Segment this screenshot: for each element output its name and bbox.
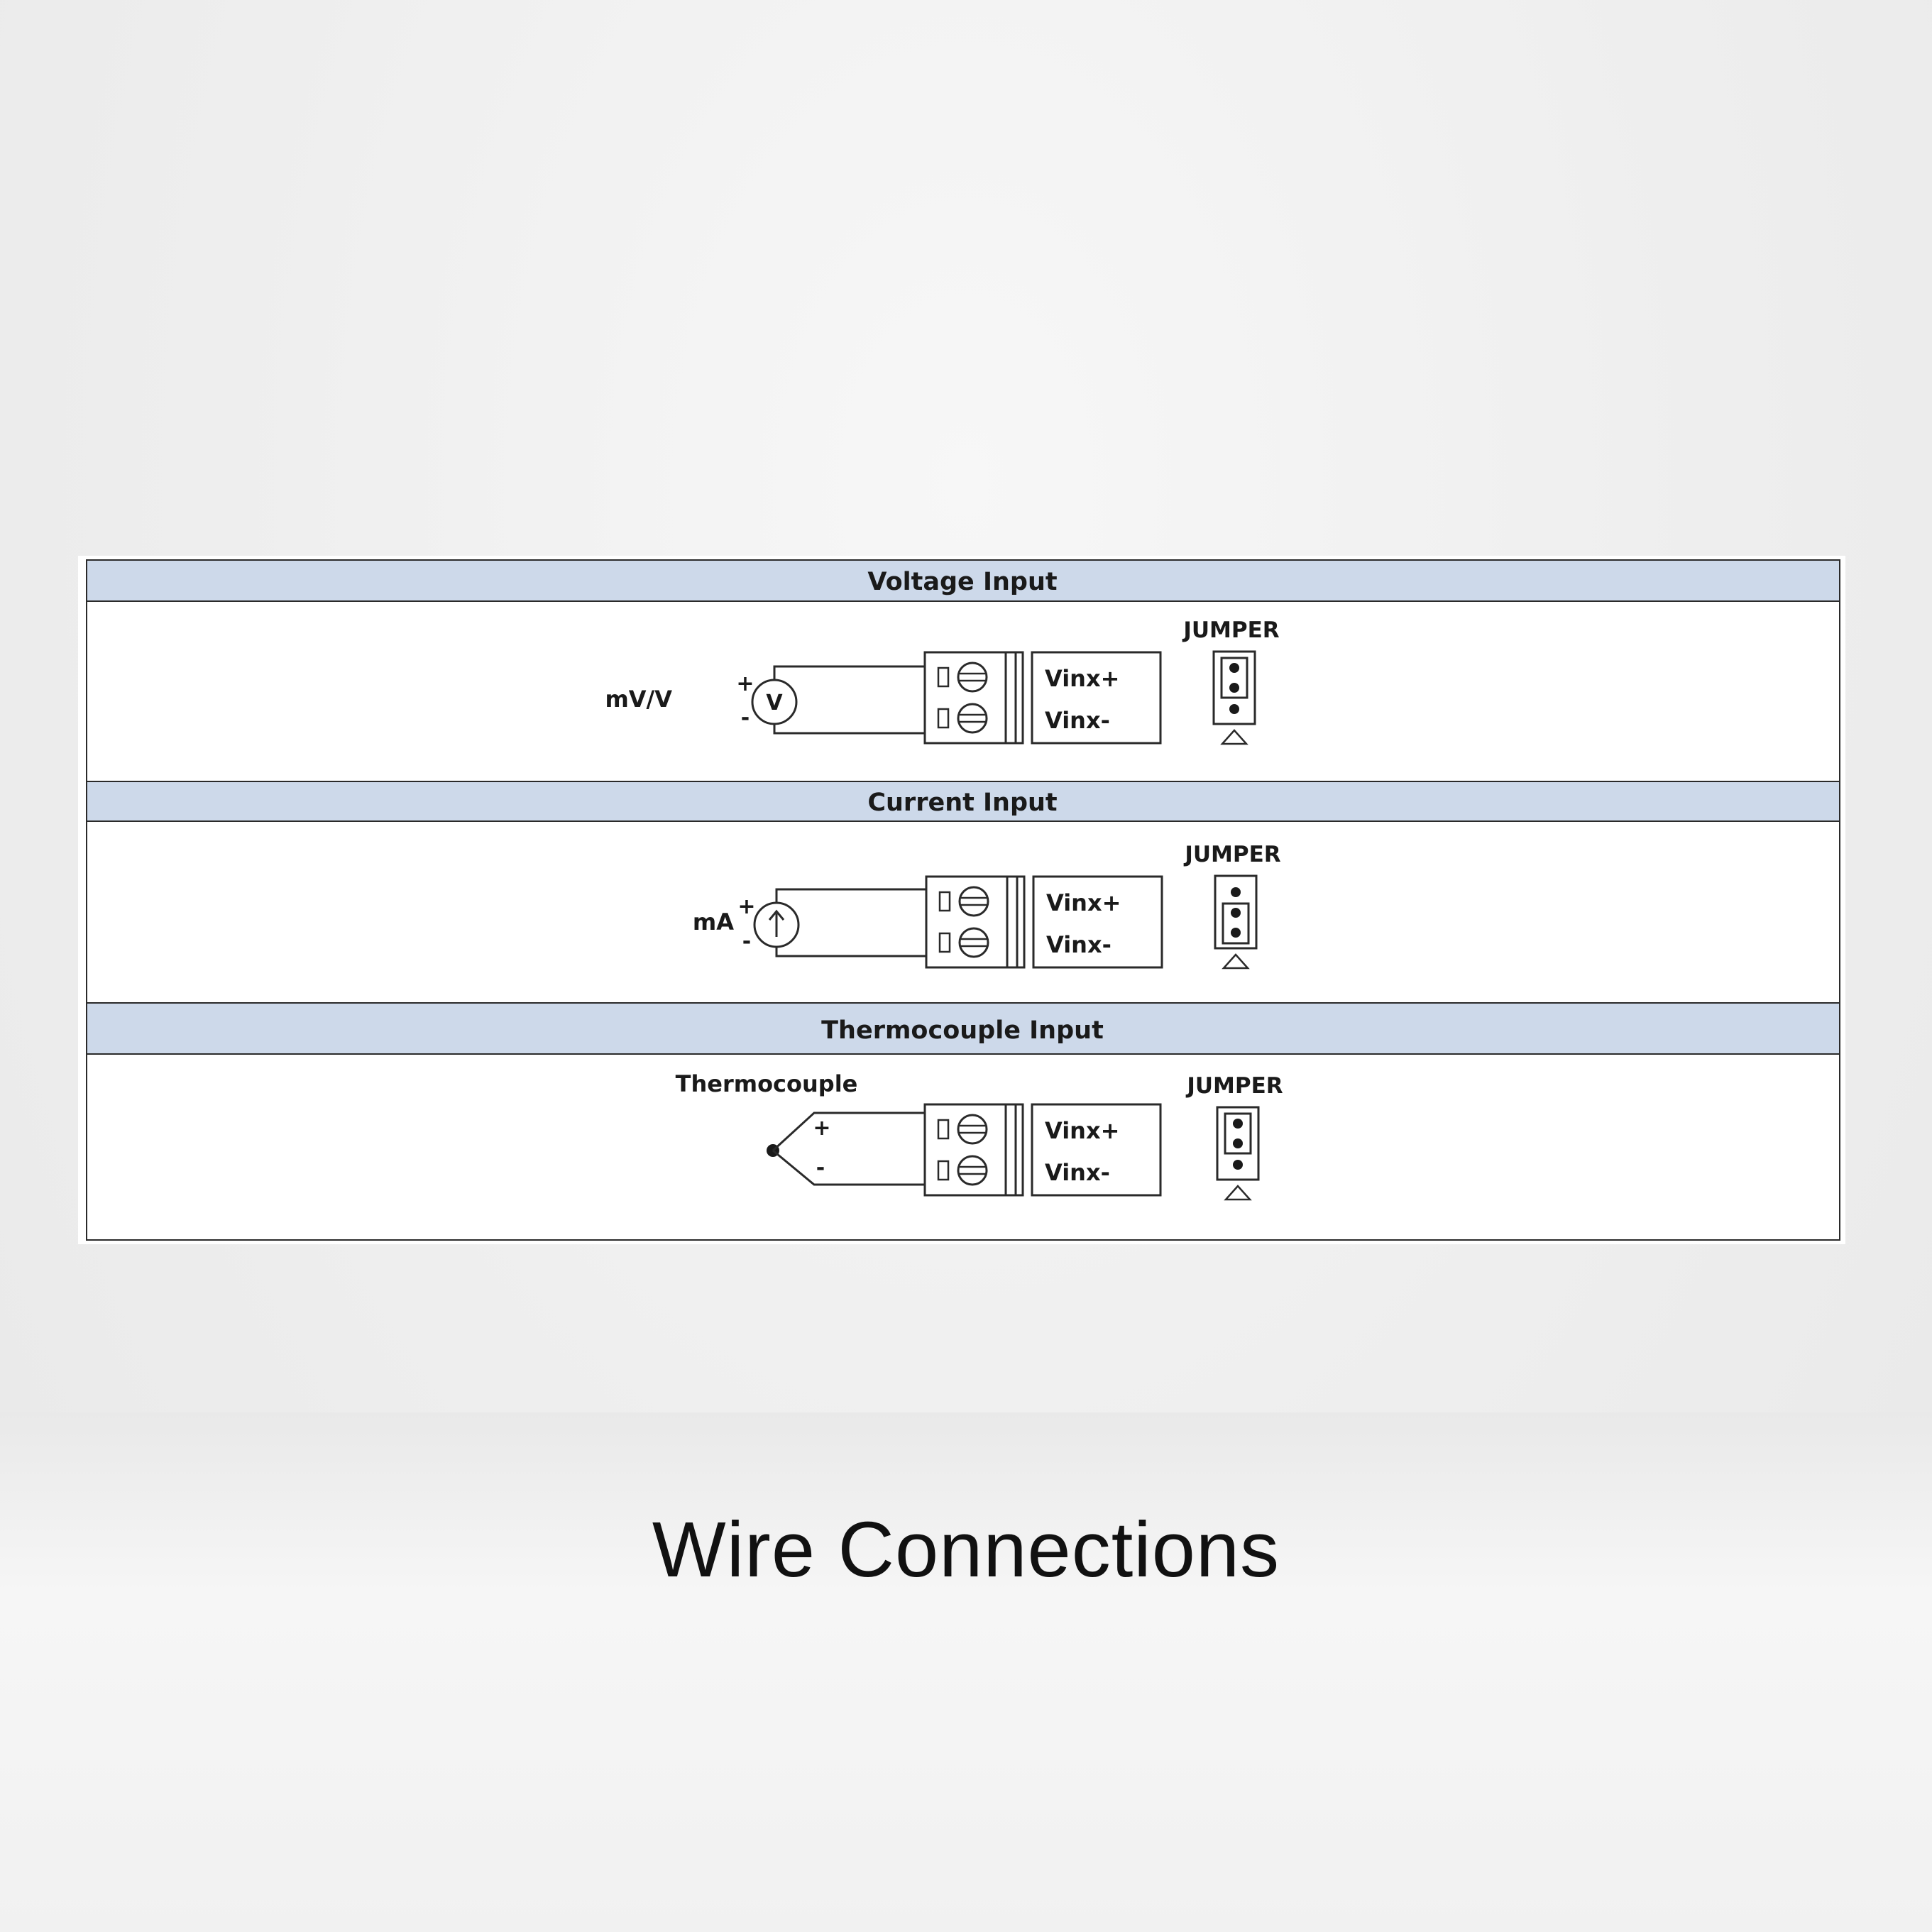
wire-positive [773, 665, 925, 680]
jumper-pin [1229, 704, 1239, 714]
terminal-slot-icon [937, 1160, 950, 1181]
terminal-slot-icon [938, 932, 951, 953]
voltmeter-symbol: V [766, 691, 783, 715]
jumper-pin [1231, 928, 1241, 938]
section-title-voltage: Voltage Input [867, 568, 1057, 596]
screw-icon [958, 886, 989, 917]
terminal-slot-icon [937, 1119, 950, 1140]
minus-sign: - [816, 1156, 825, 1180]
screw-icon [957, 662, 988, 693]
wiring-diagram-panel: Voltage Input Current Input Thermocouple… [78, 556, 1845, 1244]
page-caption: Wire Connections [652, 1506, 1280, 1593]
minus-sign: - [742, 929, 751, 954]
jumper-label: JUMPER [1183, 842, 1280, 867]
terminal-slot-icon [937, 666, 950, 688]
jumper-pin [1229, 663, 1239, 673]
terminal-label-box [1031, 651, 1162, 745]
jumper-label: JUMPER [1185, 1073, 1283, 1099]
wire-negative [772, 1149, 925, 1186]
screw-icon [957, 1114, 988, 1145]
screw-icon [957, 1155, 988, 1186]
minus-sign: - [741, 706, 750, 730]
source-label-current: mA [693, 909, 734, 935]
thermocouple-wiring: Thermocouple + - Vinx+ Vinx- JUMPER [676, 1070, 1283, 1201]
jumper-pin [1231, 908, 1241, 918]
screw-icon [957, 703, 988, 734]
jumper-pin [1233, 1119, 1243, 1129]
header-voltage [86, 559, 1840, 602]
terminal-label-negative: Vinx- [1045, 1159, 1110, 1186]
pin1-triangle-icon [1220, 729, 1248, 745]
header-current [86, 781, 1840, 822]
pin1-triangle-icon [1224, 1185, 1252, 1201]
source-label-thermocouple: Thermocouple [676, 1070, 858, 1097]
plus-sign: + [813, 1116, 830, 1141]
plus-sign: + [736, 671, 754, 696]
terminal-label-positive: Vinx+ [1045, 665, 1119, 692]
terminal-label-box [1032, 875, 1163, 969]
jumper-pin [1231, 887, 1241, 897]
wire-positive [775, 888, 926, 903]
section-title-current: Current Input [867, 789, 1057, 817]
jumper-pin [1233, 1160, 1243, 1170]
terminal-label-negative: Vinx- [1046, 931, 1112, 958]
section-title-thermocouple: Thermocouple Input [821, 1016, 1104, 1045]
wire-negative [775, 947, 926, 957]
voltage-wiring: mV/V + - V Vinx+ Vinx- JUMPER [605, 618, 1280, 745]
screw-icon [958, 927, 989, 958]
header-thermocouple [86, 1002, 1840, 1055]
current-wiring: mA + - Vinx+ Vinx- JUMPER [693, 842, 1281, 970]
plus-sign: + [737, 894, 755, 919]
terminal-label-box [1031, 1103, 1162, 1197]
wiring-diagram: Voltage Input Current Input Thermocouple… [86, 559, 1840, 1241]
source-label-voltage: mV/V [605, 686, 672, 713]
pin1-triangle-icon [1222, 953, 1250, 970]
wire-positive [772, 1112, 925, 1152]
backdrop-band [0, 1412, 1932, 1932]
jumper-pin [1229, 683, 1239, 693]
terminal-label-negative: Vinx- [1045, 707, 1110, 734]
terminal-slot-icon [937, 708, 950, 729]
jumper-label: JUMPER [1182, 618, 1279, 643]
terminal-label-positive: Vinx+ [1045, 1117, 1119, 1144]
jumper-pin [1233, 1138, 1243, 1148]
terminal-slot-icon [938, 891, 951, 912]
wire-negative [773, 724, 925, 735]
terminal-label-positive: Vinx+ [1046, 889, 1121, 916]
